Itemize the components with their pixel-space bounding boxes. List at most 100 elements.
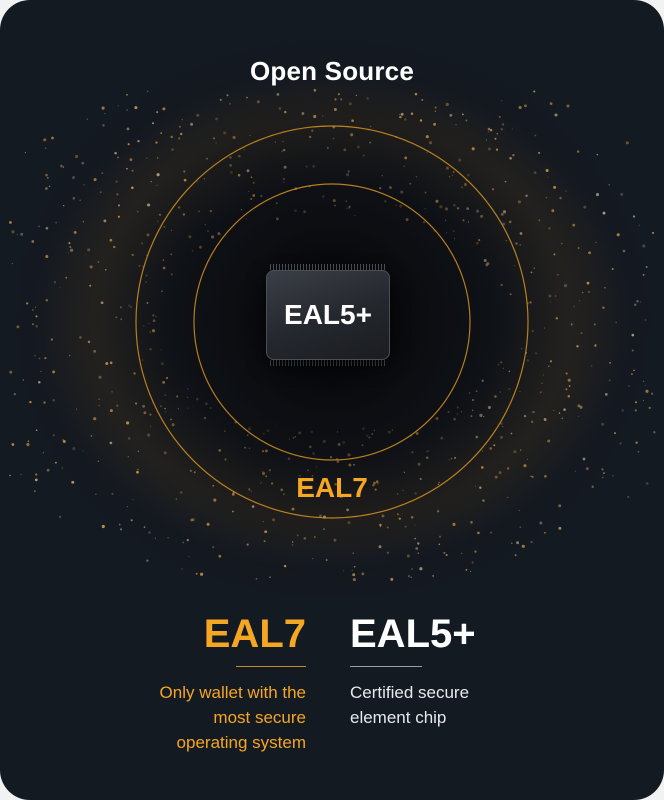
- particle-dot: [601, 422, 605, 426]
- particle-dot: [120, 528, 122, 531]
- particle-dot: [200, 572, 204, 576]
- particle-dot: [501, 100, 503, 102]
- particle-dot: [590, 365, 593, 367]
- particle-dot: [212, 545, 215, 549]
- particle-dot: [52, 434, 55, 437]
- particle-dot: [34, 490, 36, 492]
- particle-dot: [93, 350, 97, 353]
- particle-dot: [604, 286, 606, 289]
- particle-dot: [190, 122, 194, 126]
- particle-dot: [414, 537, 417, 540]
- particle-dot: [44, 147, 47, 149]
- particle-dot: [218, 554, 222, 558]
- particle-dot: [554, 113, 558, 117]
- particle-dot: [642, 399, 644, 401]
- particle-dot: [611, 267, 614, 271]
- particle-dot: [126, 167, 128, 170]
- particle-dot: [523, 464, 527, 468]
- particle-dot: [68, 242, 71, 245]
- particle-dot: [104, 113, 106, 115]
- particle-dot: [148, 531, 151, 534]
- particle-dot: [545, 168, 549, 173]
- particle-dot: [255, 578, 258, 580]
- particle-dot: [343, 570, 345, 572]
- particle-dot: [154, 537, 156, 539]
- particle-dot: [269, 576, 271, 578]
- secure-chip-icon: EAL5+: [266, 270, 390, 360]
- particle-dot: [20, 473, 22, 476]
- particle-dot: [544, 474, 547, 478]
- particle-dot: [471, 561, 474, 564]
- particle-dot: [263, 540, 266, 543]
- particle-dot: [43, 401, 46, 404]
- particle-dot: [434, 106, 437, 109]
- particle-dot: [443, 551, 446, 554]
- particle-dot: [549, 102, 553, 105]
- particle-dot: [561, 417, 563, 420]
- chip-pins-top: [270, 264, 386, 270]
- particle-dot: [51, 136, 54, 140]
- particle-dot: [578, 300, 581, 302]
- particle-dot: [228, 102, 231, 105]
- particle-dot: [156, 157, 159, 159]
- particle-dot: [630, 373, 633, 375]
- particle-dot: [146, 559, 149, 562]
- particle-dot: [502, 123, 505, 126]
- particle-dot: [645, 389, 649, 393]
- particle-dot: [509, 156, 512, 160]
- particle-dot: [206, 522, 210, 526]
- particle-dot: [570, 323, 573, 326]
- particle-dot: [89, 284, 92, 287]
- particle-dot: [75, 154, 79, 159]
- particle-dot: [531, 476, 534, 478]
- particle-dot: [601, 468, 604, 471]
- left-description-line: most secure: [213, 708, 306, 727]
- particle-dot: [188, 555, 190, 558]
- particle-dot: [615, 321, 617, 324]
- particle-dot: [635, 441, 638, 444]
- particle-dot: [8, 220, 12, 224]
- particle-dot: [651, 392, 654, 395]
- particle-dot: [406, 554, 410, 558]
- particle-dot: [565, 388, 568, 391]
- particle-dot: [648, 406, 651, 410]
- particle-dot: [651, 231, 655, 234]
- particle-dot: [417, 552, 419, 554]
- particle-dot: [516, 541, 519, 545]
- particle-dot: [16, 233, 19, 236]
- particle-dot: [45, 254, 49, 259]
- particle-dot: [9, 474, 11, 477]
- left-heading: EAL7: [203, 612, 306, 656]
- particle-dot: [432, 574, 435, 577]
- particle-dot: [559, 196, 562, 200]
- particle-dot: [73, 230, 77, 234]
- particle-dot: [593, 323, 596, 326]
- particle-dot: [70, 248, 74, 252]
- particle-dot: [98, 404, 100, 407]
- particle-dot: [72, 481, 75, 484]
- particle-dot: [470, 521, 473, 524]
- particle-dot: [191, 518, 196, 522]
- particle-dot: [521, 544, 525, 548]
- particle-dot: [485, 139, 488, 141]
- right-heading: EAL5+: [350, 612, 476, 656]
- particle-dot: [565, 372, 568, 375]
- particle-dot: [45, 187, 48, 190]
- particle-dot: [42, 452, 45, 454]
- particle-dot: [608, 379, 611, 382]
- particle-dot: [45, 227, 49, 230]
- particle-dot: [411, 568, 413, 570]
- particle-dot: [489, 128, 493, 132]
- particle-dot: [572, 223, 576, 227]
- particle-dot: [500, 127, 504, 131]
- particle-dot: [87, 248, 91, 252]
- particle-dot: [633, 369, 635, 372]
- particle-dot: [72, 197, 76, 200]
- particle-dot: [131, 186, 134, 190]
- particle-dot: [518, 105, 522, 110]
- particle-dot: [640, 301, 642, 303]
- left-description-line: Only wallet with the: [159, 683, 306, 702]
- particle-dot: [538, 151, 541, 154]
